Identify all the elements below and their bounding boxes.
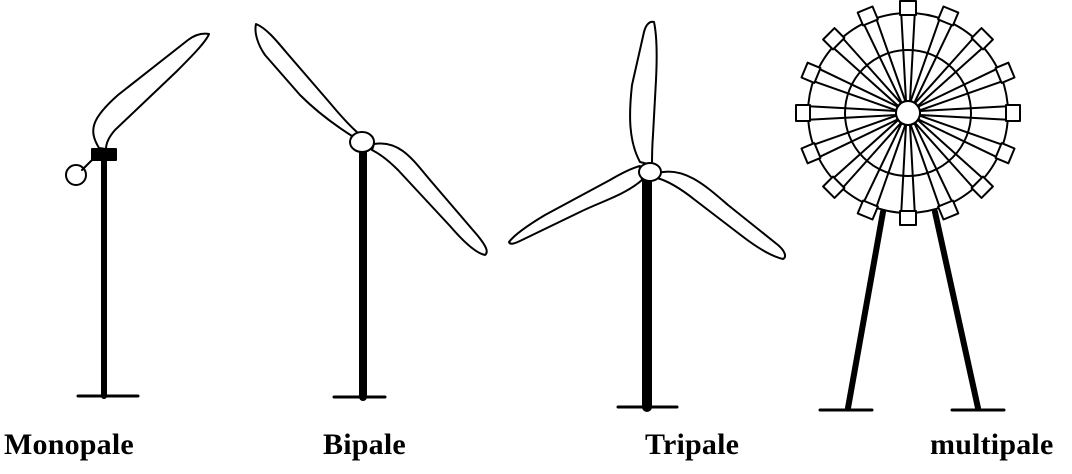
multipale-blade <box>909 122 956 213</box>
multipale-blade-tip <box>822 27 846 51</box>
multipale-blade <box>900 8 916 102</box>
monopale-nacelle <box>91 148 117 161</box>
multipale-hub <box>895 100 921 126</box>
multipale-blade <box>860 13 907 104</box>
multipale-blade-tip <box>937 199 960 221</box>
monopale-turbine <box>65 32 210 399</box>
multipale-blade-tip <box>899 0 917 16</box>
multipale-blade-tip <box>937 5 960 27</box>
multipale-inner-ring <box>844 49 972 177</box>
multipale-blade <box>919 105 1013 121</box>
multipale-blade <box>900 124 916 218</box>
multipale-blade-tip <box>795 104 811 122</box>
tripale-blade-left <box>508 165 643 245</box>
multipale-blade <box>828 119 902 193</box>
bipale-blade-lower <box>371 142 488 256</box>
tripale-blade-right <box>656 170 787 260</box>
multipale-rotor <box>795 0 1021 226</box>
multipale-blade <box>917 114 1008 161</box>
multipale-blade-tip <box>970 27 994 51</box>
multipale-blade <box>909 13 956 104</box>
multipale-blade <box>803 105 897 121</box>
multipale-blade-tip <box>970 175 994 199</box>
monopale-blade <box>92 32 210 150</box>
tripale-hub <box>638 162 662 182</box>
label-multipale: multipale <box>930 428 1054 461</box>
multipale-blade-tip <box>899 210 917 226</box>
tripale-turbine <box>508 20 787 412</box>
multipale-blade-tip <box>1005 104 1021 122</box>
label-bipale: Bipale <box>323 428 406 461</box>
multipale-blade <box>808 114 899 161</box>
tripale-blade-top <box>629 20 658 166</box>
bipale-blade-upper <box>254 23 359 137</box>
multipale-blade-tip <box>856 199 879 221</box>
multipale-blade-tip <box>994 61 1016 84</box>
bipale-turbine <box>254 23 488 401</box>
bipale-hub <box>349 131 375 153</box>
label-monopale: Monopale <box>4 428 134 461</box>
label-tripale: Tripale <box>645 428 740 461</box>
multipale-blade <box>808 65 899 112</box>
multipale-blade <box>914 119 988 193</box>
multipale-blade-tip <box>822 175 846 199</box>
multipale-right-leg <box>932 209 981 411</box>
multipale-blade <box>860 122 907 213</box>
multipale-blade <box>917 65 1008 112</box>
multipale-blade-tip <box>800 142 822 165</box>
multipale-turbine <box>795 0 1021 412</box>
multipale-blade <box>914 33 988 107</box>
multipale-left-leg <box>845 209 886 411</box>
multipale-blade-tip <box>994 142 1016 165</box>
monopale-counterweight <box>65 164 87 186</box>
multipale-blade-tip <box>800 61 822 84</box>
multipale-blade-tip <box>856 5 879 27</box>
multipale-blade <box>828 33 902 107</box>
